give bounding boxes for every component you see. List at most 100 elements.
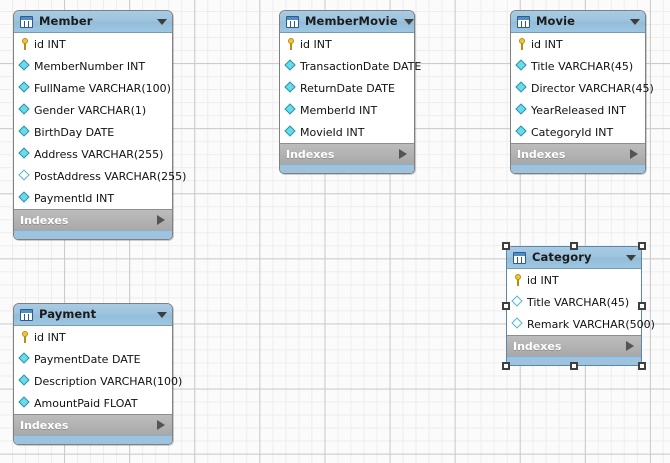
table-icon: [20, 308, 33, 321]
column-label: id INT: [527, 273, 559, 287]
column-row[interactable]: id INT: [14, 326, 172, 348]
column-row[interactable]: Title VARCHAR(45): [507, 291, 641, 313]
selection-handle[interactable]: [570, 362, 578, 370]
column-row[interactable]: AmountPaid FLOAT: [14, 392, 172, 414]
diamond-icon: [516, 60, 528, 72]
column-row[interactable]: TransactionDate DATE: [280, 55, 421, 77]
column-row[interactable]: Description VARCHAR(100): [14, 370, 182, 392]
column-label: MovieId INT: [300, 125, 365, 139]
column-row[interactable]: Address VARCHAR(255): [14, 143, 172, 165]
column-label: Title VARCHAR(45): [531, 59, 634, 73]
diamond-icon: [19, 104, 31, 116]
table-header-membermovie[interactable]: MemberMovie: [280, 11, 414, 33]
diamond-icon: [516, 82, 528, 94]
column-row[interactable]: MemberId INT: [280, 99, 414, 121]
table-icon: [517, 15, 530, 28]
indexes-section-member[interactable]: Indexes: [14, 209, 172, 230]
column-row[interactable]: MovieId INT: [280, 121, 414, 143]
diamond-icon: [19, 82, 31, 94]
table-header-member[interactable]: Member: [14, 11, 172, 33]
column-row[interactable]: BirthDay DATE: [14, 121, 172, 143]
column-row[interactable]: Gender VARCHAR(1): [14, 99, 172, 121]
column-row[interactable]: YearReleased INT: [511, 99, 645, 121]
column-label: Title VARCHAR(45): [527, 295, 630, 309]
triangle-right-icon[interactable]: [157, 420, 165, 430]
table-base-strip: [511, 164, 645, 173]
column-row[interactable]: PostAddress VARCHAR(255): [14, 165, 186, 187]
column-row[interactable]: MemberNumber INT: [14, 55, 172, 77]
diamond-icon: [19, 353, 31, 365]
triangle-right-icon[interactable]: [630, 149, 638, 159]
indexes-section-membermovie[interactable]: Indexes: [280, 143, 414, 164]
column-row[interactable]: Remark VARCHAR(500): [507, 313, 655, 335]
table-header-movie[interactable]: Movie: [511, 11, 645, 33]
selection-handle[interactable]: [502, 362, 510, 370]
table-icon: [20, 15, 33, 28]
diamond-icon: [19, 397, 31, 409]
column-row[interactable]: Title VARCHAR(45): [511, 55, 645, 77]
diamond-outline-icon: [512, 318, 524, 330]
diamond-icon: [285, 126, 297, 138]
chevron-down-icon[interactable]: [630, 18, 640, 25]
column-row[interactable]: id INT: [511, 33, 645, 55]
diamond-icon: [285, 104, 297, 116]
chevron-down-icon[interactable]: [626, 254, 636, 261]
column-label: PaymentId INT: [34, 191, 115, 205]
indexes-label: Indexes: [286, 147, 335, 161]
table-base-strip: [507, 356, 641, 365]
triangle-right-icon[interactable]: [399, 149, 407, 159]
selection-handle[interactable]: [638, 242, 646, 250]
column-row[interactable]: id INT: [14, 33, 172, 55]
selection-handle[interactable]: [502, 242, 510, 250]
indexes-section-category[interactable]: Indexes: [507, 335, 641, 356]
key-icon: [516, 38, 528, 50]
triangle-right-icon[interactable]: [157, 215, 165, 225]
chevron-down-icon[interactable]: [157, 18, 167, 25]
column-list: id INT Title VARCHAR(45) Director VARCHAR(…: [511, 33, 654, 143]
key-icon: [19, 331, 31, 343]
table-node-payment[interactable]: Payment id INT PaymentDate DATE Description…: [13, 303, 182, 445]
diamond-icon: [19, 375, 31, 387]
table-node-category[interactable]: Category id INT Title VARCHAR(45) Remark VA…: [506, 246, 655, 366]
table-node-movie[interactable]: Movie id INT Title VARCHAR(45) Director VAR…: [510, 10, 654, 174]
column-row[interactable]: id INT: [280, 33, 414, 55]
column-label: AmountPaid FLOAT: [34, 396, 138, 410]
selection-handle[interactable]: [638, 302, 646, 310]
selection-handle[interactable]: [570, 242, 578, 250]
selection-handle[interactable]: [502, 302, 510, 310]
column-row[interactable]: id INT: [507, 269, 641, 291]
diamond-icon: [516, 126, 528, 138]
column-row[interactable]: PaymentId INT: [14, 187, 172, 209]
triangle-right-icon[interactable]: [626, 341, 634, 351]
diamond-icon: [19, 148, 31, 160]
indexes-label: Indexes: [513, 339, 562, 353]
table-header-payment[interactable]: Payment: [14, 304, 172, 326]
table-header-category[interactable]: Category: [507, 247, 641, 269]
chevron-down-icon[interactable]: [403, 18, 414, 25]
column-row[interactable]: CategoryId INT: [511, 121, 645, 143]
column-row[interactable]: FullName VARCHAR(100): [14, 77, 172, 99]
column-label: Gender VARCHAR(1): [34, 103, 147, 117]
indexes-section-payment[interactable]: Indexes: [14, 414, 172, 435]
column-label: FullName VARCHAR(100): [34, 81, 171, 95]
column-row[interactable]: ReturnDate DATE: [280, 77, 414, 99]
column-label: ReturnDate DATE: [300, 81, 395, 95]
table-title: Member: [39, 13, 93, 28]
table-title: Movie: [536, 13, 576, 28]
column-label: Description VARCHAR(100): [34, 374, 183, 388]
chevron-down-icon[interactable]: [157, 311, 167, 318]
column-label: PaymentDate DATE: [34, 352, 141, 366]
diamond-icon: [19, 60, 31, 72]
table-title: Payment: [39, 306, 97, 321]
indexes-label: Indexes: [20, 213, 69, 227]
column-row[interactable]: PaymentDate DATE: [14, 348, 172, 370]
column-row[interactable]: Director VARCHAR(45): [511, 77, 654, 99]
column-label: id INT: [34, 330, 66, 344]
indexes-section-movie[interactable]: Indexes: [511, 143, 645, 164]
table-icon: [513, 251, 526, 264]
selection-handle[interactable]: [638, 362, 646, 370]
